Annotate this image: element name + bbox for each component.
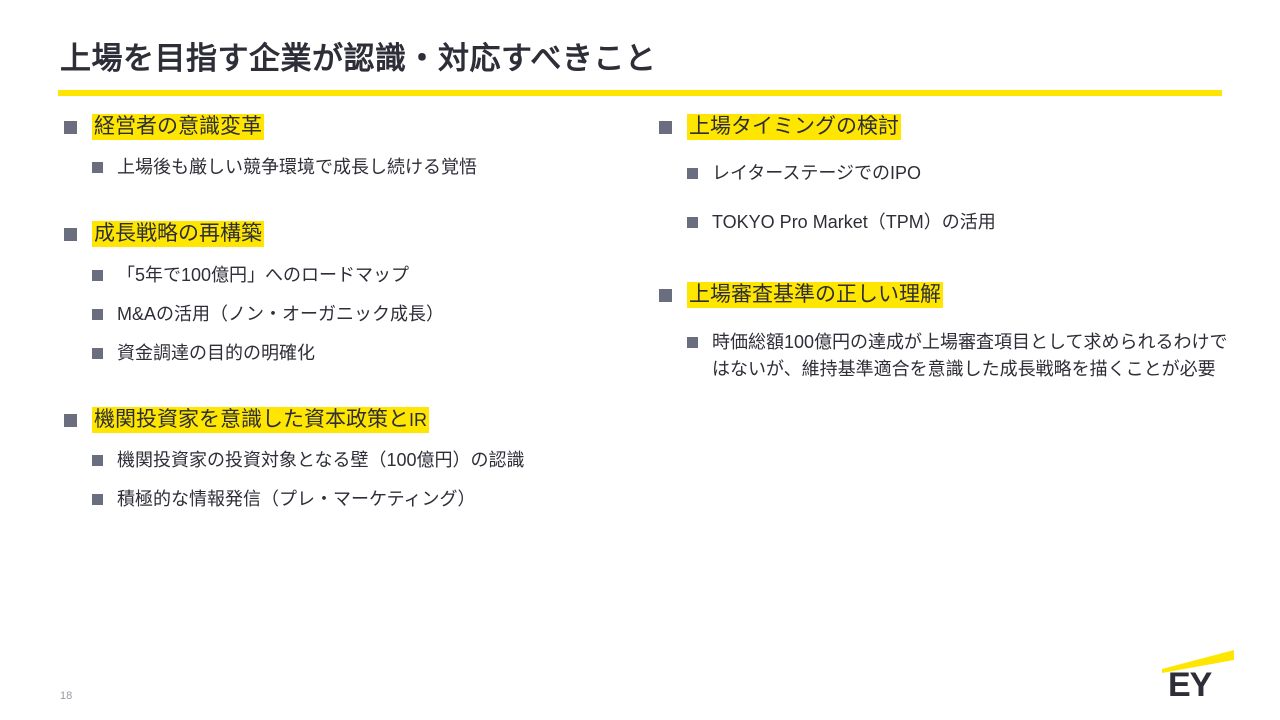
sub-bullet-list: レイターステージでのIPO TOKYO Pro Market（TPM）の活用 [655,160,1235,236]
list-item-label: TOKYO Pro Market（TPM）の活用 [712,212,996,233]
list-item: 資金調達の目的の明確化 [60,340,660,367]
square-bullet-icon [92,347,103,359]
square-bullet-icon [687,336,698,348]
square-bullet-icon [64,121,77,134]
square-bullet-icon [64,413,77,427]
square-bullet-icon [92,162,103,174]
group-heading-text: 機関投資家を意識した資本政策と [94,407,409,431]
title-underline-rule [58,90,1222,96]
list-item: 積極的な情報発信（プレ・マーケティング） [60,486,660,513]
square-bullet-icon [687,168,698,180]
square-bullet-icon [659,289,672,303]
sub-bullet-list: 上場後も厳しい競争環境で成長し続ける覚悟 [60,154,660,181]
list-item-label: 上場後も厳しい競争環境で成長し続ける覚悟 [117,157,477,178]
list-item-label: M&Aの活用（ノン・オーガニック成長） [117,303,445,324]
list-item: 時価総額100億円の達成が上場審査項目として求められるわけではないが、維持基準適… [655,329,1235,383]
list-item: 「5年で100億円」へのロードマップ [60,262,660,289]
content-group-listing-criteria: 上場審査基準の正しい理解 時価総額100億円の達成が上場審査項目として求められる… [655,280,1235,382]
spacer [655,236,1235,280]
list-item: 上場後も厳しい競争環境で成長し続ける覚悟 [60,154,660,181]
square-bullet-icon [92,455,103,467]
group-heading: 成長戦略の再構築 [92,221,264,248]
page-number: 18 [60,690,73,702]
list-item-label: 積極的な情報発信（プレ・マーケティング） [117,489,476,510]
group-heading: 経営者の意識変革 [92,114,264,140]
main-bullet-item: 上場審査基準の正しい理解 [655,280,1235,310]
main-bullet-item: 成長戦略の再構築 [60,219,660,249]
square-bullet-icon [92,494,103,506]
square-bullet-icon [64,228,77,242]
page-title: 上場を目指す企業が認識・対応すべきこと [60,41,657,76]
main-bullet-item: 機関投資家を意識した資本政策とIR [60,405,660,435]
list-item-label: 機関投資家の投資対象となる壁（100億円）の認識 [117,450,525,471]
left-column: 経営者の意識変革 上場後も厳しい競争環境で成長し続ける覚悟 成長戦略の再構築 「… [60,112,660,513]
main-bullet-item: 上場タイミングの検討 [655,112,1235,142]
list-item: レイターステージでのIPO [655,160,1235,187]
group-heading-latin: IR [409,409,427,430]
square-bullet-icon [92,308,103,320]
list-item: M&Aの活用（ノン・オーガニック成長） [60,301,660,328]
spacer [60,367,660,405]
ey-logo: EY [1148,638,1240,700]
list-item-label: 時価総額100億円の達成が上場審査項目として求められるわけではないが、維持基準適… [712,331,1228,379]
main-bullet-item: 経営者の意識変革 [60,112,660,142]
ey-wordmark: EY [1168,666,1213,700]
list-item-label: レイターステージでのIPO [712,163,922,184]
group-heading: 上場審査基準の正しい理解 [687,282,943,309]
list-item-label: 「5年で100億円」へのロードマップ [117,264,410,285]
square-bullet-icon [659,121,672,134]
content-group-growth-strategy: 成長戦略の再構築 「5年で100億円」へのロードマップ M&Aの活用（ノン・オー… [60,219,660,366]
ey-beam-icon [1162,650,1234,673]
group-heading: 上場タイミングの検討 [687,114,901,140]
right-column: 上場タイミングの検討 レイターステージでのIPO TOKYO Pro Marke… [655,112,1235,383]
sub-bullet-list: 「5年で100億円」へのロードマップ M&Aの活用（ノン・オーガニック成長） 資… [60,262,660,367]
spacer [60,181,660,219]
list-item-label: 資金調達の目的の明確化 [117,342,315,363]
sub-bullet-list: 機関投資家の投資対象となる壁（100億円）の認識 積極的な情報発信（プレ・マーケ… [60,447,660,513]
square-bullet-icon [92,269,103,281]
content-group-capital-policy-ir: 機関投資家を意識した資本政策とIR 機関投資家の投資対象となる壁（100億円）の… [60,405,660,513]
sub-bullet-list: 時価総額100億円の達成が上場審査項目として求められるわけではないが、維持基準適… [655,329,1235,383]
square-bullet-icon [687,217,698,229]
content-group-listing-timing: 上場タイミングの検討 レイターステージでのIPO TOKYO Pro Marke… [655,112,1235,236]
list-item: TOKYO Pro Market（TPM）の活用 [655,209,1235,236]
group-heading: 機関投資家を意識した資本政策とIR [92,406,429,433]
content-group-management-mindset: 経営者の意識変革 上場後も厳しい競争環境で成長し続ける覚悟 [60,112,660,181]
list-item: 機関投資家の投資対象となる壁（100億円）の認識 [60,447,660,474]
